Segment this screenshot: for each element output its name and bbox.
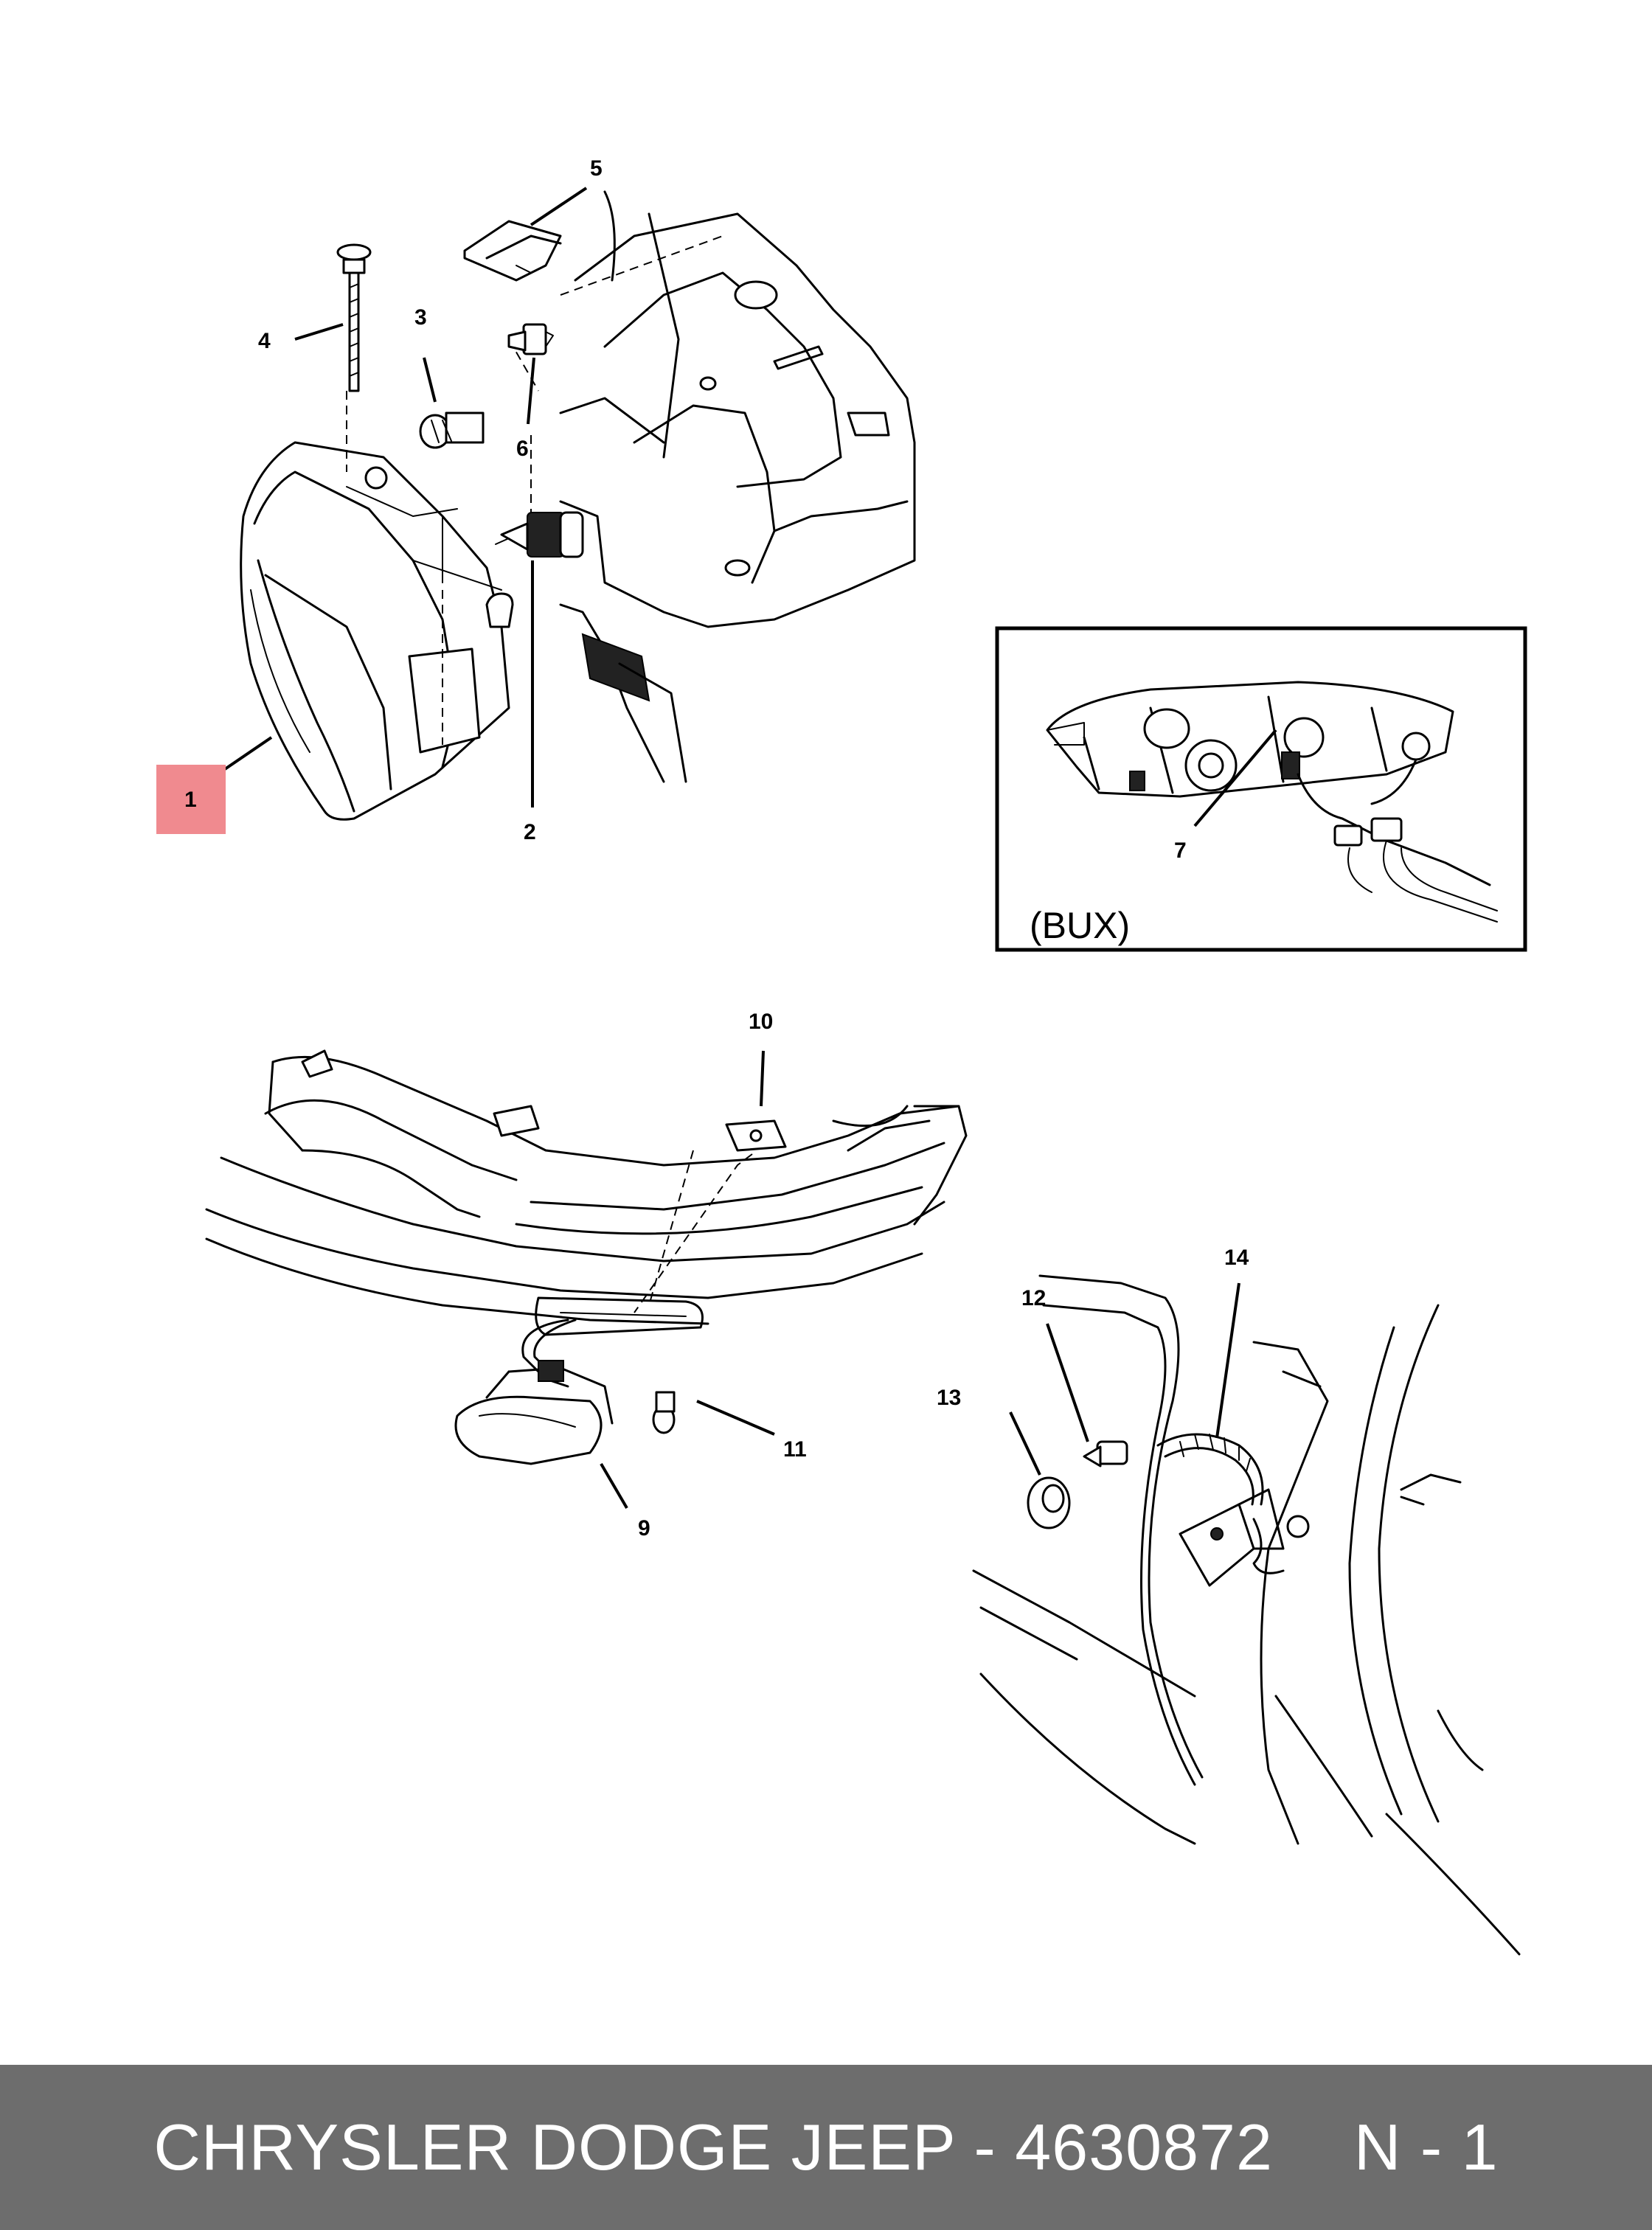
footer-title: CHRYSLER DODGE JEEP - 4630872 <box>153 2111 1273 2184</box>
bulb-small-part <box>419 411 485 449</box>
grommet-part <box>1027 1476 1071 1529</box>
callout-6: 6 <box>516 437 529 461</box>
callout-12: 12 <box>1021 1286 1046 1310</box>
footer-page: N - 1 <box>1353 2111 1499 2184</box>
socket-part <box>507 323 554 355</box>
callout-10: 10 <box>749 1010 773 1034</box>
callout-3: 3 <box>414 305 427 330</box>
parts-diagram: 1 2 3 4 5 6 7 (BUX) <box>156 156 1527 1956</box>
callout-7: 7 <box>1174 838 1187 863</box>
callout-13: 13 <box>937 1386 961 1410</box>
callout-14: 14 <box>1224 1246 1249 1270</box>
clip-nut-part <box>725 1119 787 1152</box>
marker-socket-part <box>1083 1440 1128 1467</box>
callout-2: 2 <box>524 820 536 844</box>
front-fascia-group: 10 11 9 <box>205 1010 968 1540</box>
callout-1-highlight <box>156 765 226 834</box>
callout-5: 5 <box>590 156 603 181</box>
bolt-part <box>336 243 372 392</box>
side-marker-group: 14 12 13 <box>937 1246 1521 1956</box>
inset-label: (BUX) <box>1030 905 1130 946</box>
callout-9: 9 <box>638 1516 650 1540</box>
fog-lamp-part <box>454 1360 614 1465</box>
headlamp-assembly-group: 1 2 3 4 5 6 <box>156 156 916 844</box>
inset-frame <box>995 626 1527 952</box>
callout-11: 11 <box>783 1437 807 1462</box>
headlamp-bulb-part <box>495 511 584 558</box>
callout-4: 4 <box>258 329 271 353</box>
footer-bar: CHRYSLER DODGE JEEP - 4630872 N - 1 <box>0 2065 1652 2230</box>
callout-1: 1 <box>184 788 197 812</box>
wedge-bulb-part <box>652 1391 676 1434</box>
clip-part <box>463 220 562 282</box>
inset-bux: 7 (BUX) <box>995 626 1527 952</box>
